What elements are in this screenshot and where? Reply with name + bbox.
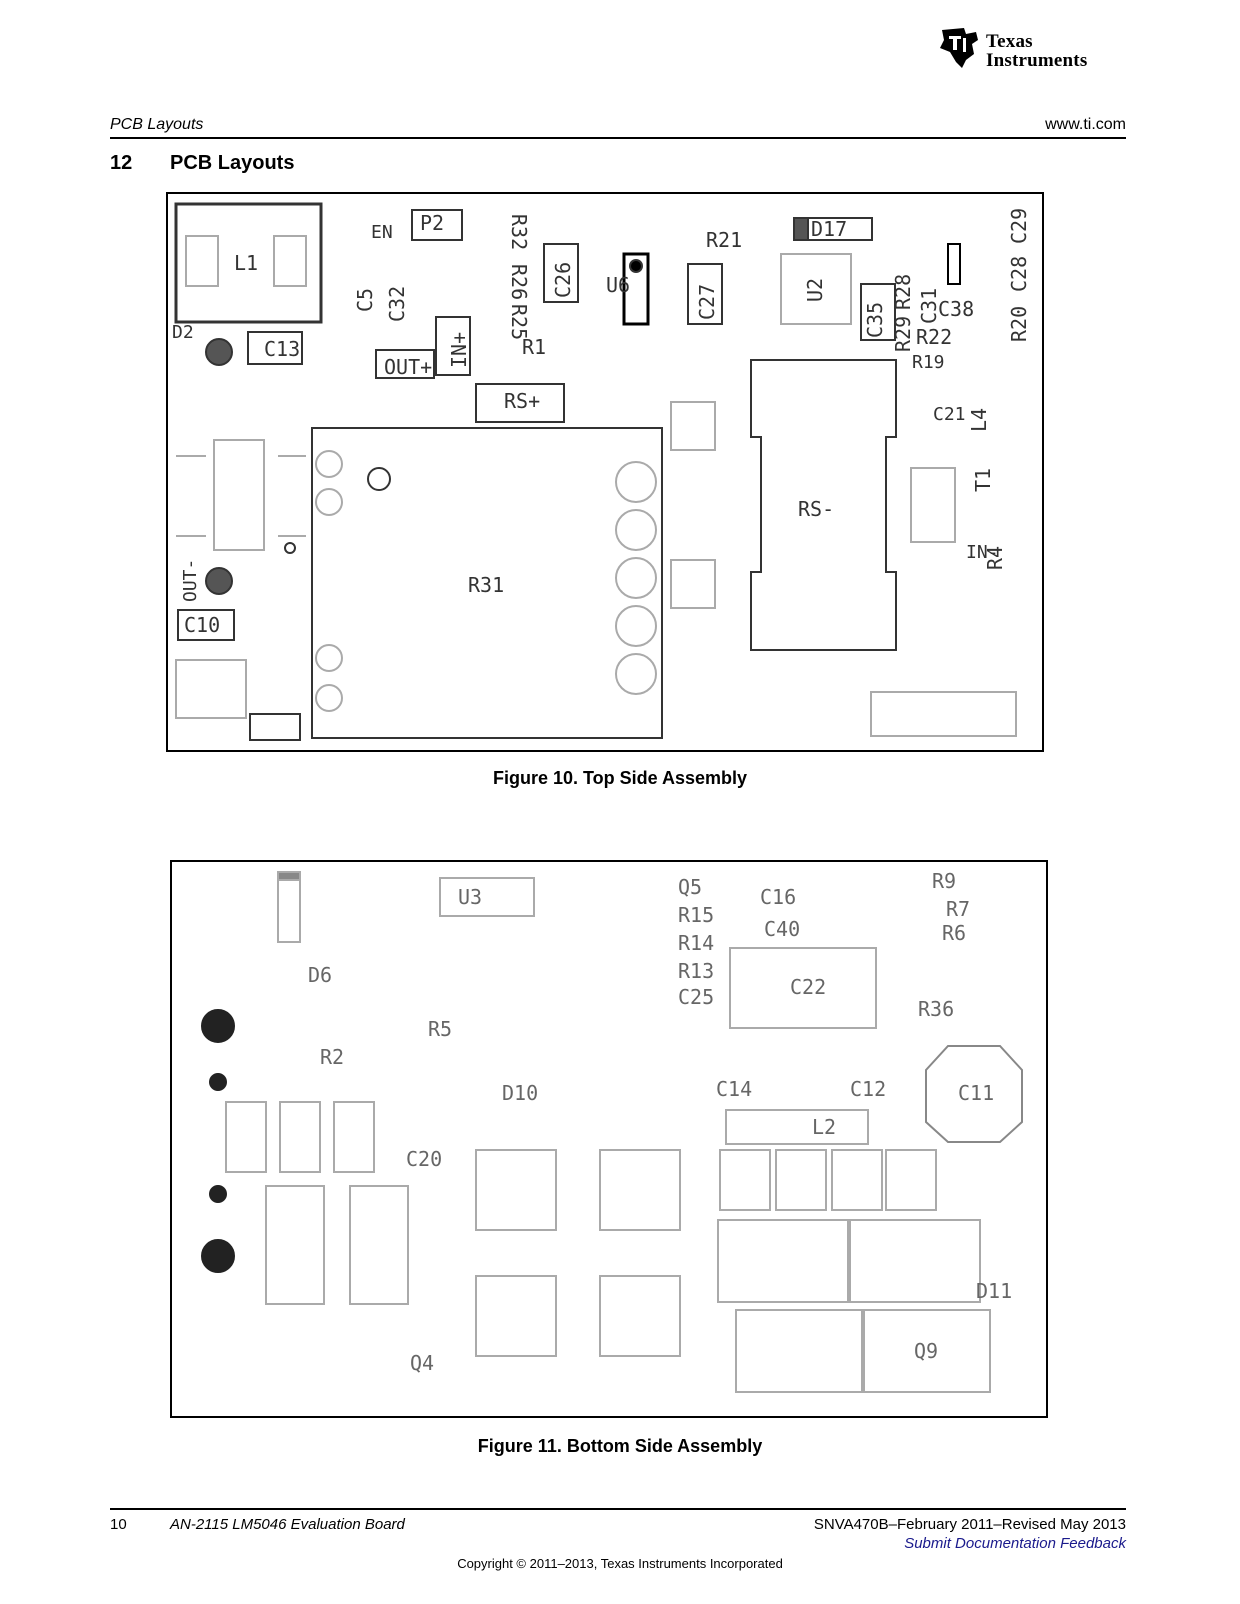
label-r21: R21 <box>706 228 742 252</box>
label-l4: RS- <box>798 497 834 521</box>
label-d11: D11 <box>976 1279 1012 1303</box>
label-r29: R29 <box>891 316 915 352</box>
label-rs-minus: IN- <box>966 542 999 563</box>
label-r32: R32 <box>507 214 531 250</box>
label-in-minus: OUT- <box>180 559 201 602</box>
label-r16: R15 <box>678 903 714 927</box>
ti-logo: Texas Instruments <box>936 26 1126 76</box>
label-r14: C40 <box>764 917 800 941</box>
bottom-side-assembly-drawing <box>170 860 1048 1418</box>
label-r8: R36 <box>918 997 954 1021</box>
label-in-plus: D2 <box>172 322 194 343</box>
label-r7: R9 <box>932 869 956 893</box>
document-revision: SNVA470B–February 2011–Revised May 2013 <box>813 1516 1126 1533</box>
label-c31: C31 <box>917 288 941 324</box>
label-r23: R6 <box>942 921 966 945</box>
label-r20: R20 <box>1007 306 1031 342</box>
label-r1: C13 <box>264 337 300 361</box>
label-r22: R22 <box>916 325 952 349</box>
label-r10: C5 <box>353 288 377 312</box>
label-d17: D17 <box>811 217 847 241</box>
label-c35: C35 <box>863 302 887 338</box>
figure-10-caption: Figure 10. Top Side Assembly <box>492 768 748 788</box>
label-c32: C32 <box>385 286 409 322</box>
feedback-link[interactable]: Submit Documentation Feedback <box>904 1535 1126 1552</box>
label-c28: C28 <box>1007 256 1031 292</box>
label-d6: D6 <box>308 963 332 987</box>
label-r31: R4 <box>983 546 1007 570</box>
label-d12: L2 <box>812 1115 836 1139</box>
top-side-assembly-drawing <box>166 192 1044 752</box>
header-rule <box>110 137 1126 139</box>
running-section: PCB Layouts <box>110 116 204 133</box>
label-c22: R13 <box>678 959 714 983</box>
label-u1: C22 <box>790 975 826 999</box>
header-url[interactable]: www.ti.com <box>1045 116 1126 133</box>
label-c24: C25 <box>678 985 714 1009</box>
top-side-labels: L1 EN P2 U6 R21 D17 C13 D2 OUT+ RS+ R1 R… <box>172 208 1031 637</box>
label-c13: RS+ <box>504 389 540 413</box>
label-l1: L1 <box>234 251 258 275</box>
label-c21: T1 <box>971 468 995 492</box>
label-c25: R14 <box>678 931 714 955</box>
label-rs-plus: C21 <box>933 404 966 425</box>
label-l2: C11 <box>958 1081 994 1105</box>
label-c38: C38 <box>938 297 974 321</box>
label-c12: C14 <box>716 1077 752 1101</box>
label-r3: R5 <box>428 1017 452 1041</box>
label-p2: P2 <box>420 211 444 235</box>
label-c29: C29 <box>1007 208 1031 244</box>
label-d13: D10 <box>502 1081 538 1105</box>
label-r15: Q5 <box>678 875 702 899</box>
page-number: 10 <box>110 1516 127 1533</box>
label-u2: U2 <box>803 278 827 302</box>
label-c40: C16 <box>760 885 796 909</box>
section-title: PCB Layouts <box>170 152 295 174</box>
label-out-plus: R19 <box>912 352 945 373</box>
label-r4: C10 <box>184 613 220 637</box>
label-q9: Q9 <box>914 1339 938 1363</box>
label-c15: C12 <box>850 1077 886 1101</box>
label-en: EN <box>371 222 393 243</box>
label-r28: R28 <box>891 274 915 310</box>
label-c27: C27 <box>695 284 719 320</box>
label-r2: R2 <box>320 1045 344 1069</box>
label-c16: Q4 <box>410 1351 434 1375</box>
bottom-side-labels: U3 D6 R5 R2 D10 C20 Q4 Q5 C16 R15 C40 R1… <box>308 869 1012 1375</box>
label-u6: U6 <box>606 273 630 297</box>
label-t1: R31 <box>468 573 504 597</box>
label-d2: OUT+ <box>384 355 432 379</box>
label-u3: U3 <box>458 885 482 909</box>
ti-logo-icon <box>940 28 978 68</box>
figure-11-caption: Figure 11. Bottom Side Assembly <box>477 1436 763 1456</box>
label-r12: R1 <box>522 335 546 359</box>
brand-line1: Texas <box>986 31 1033 52</box>
label-c5: IN+ <box>447 332 471 368</box>
section-number: 12 <box>110 152 133 174</box>
label-c23: C20 <box>406 1147 442 1171</box>
footer-rule <box>110 1508 1126 1510</box>
label-r37: R7 <box>946 897 970 921</box>
copyright: Copyright © 2011–2013, Texas Instruments… <box>457 1556 783 1571</box>
label-r25: R25 <box>507 304 531 340</box>
label-c26: C26 <box>551 262 575 298</box>
document-title: AN-2115 LM5046 Evaluation Board <box>170 1516 405 1533</box>
brand-line2: Instruments <box>986 50 1088 71</box>
label-r19: L4 <box>967 408 991 432</box>
label-r26: R26 <box>507 264 531 300</box>
